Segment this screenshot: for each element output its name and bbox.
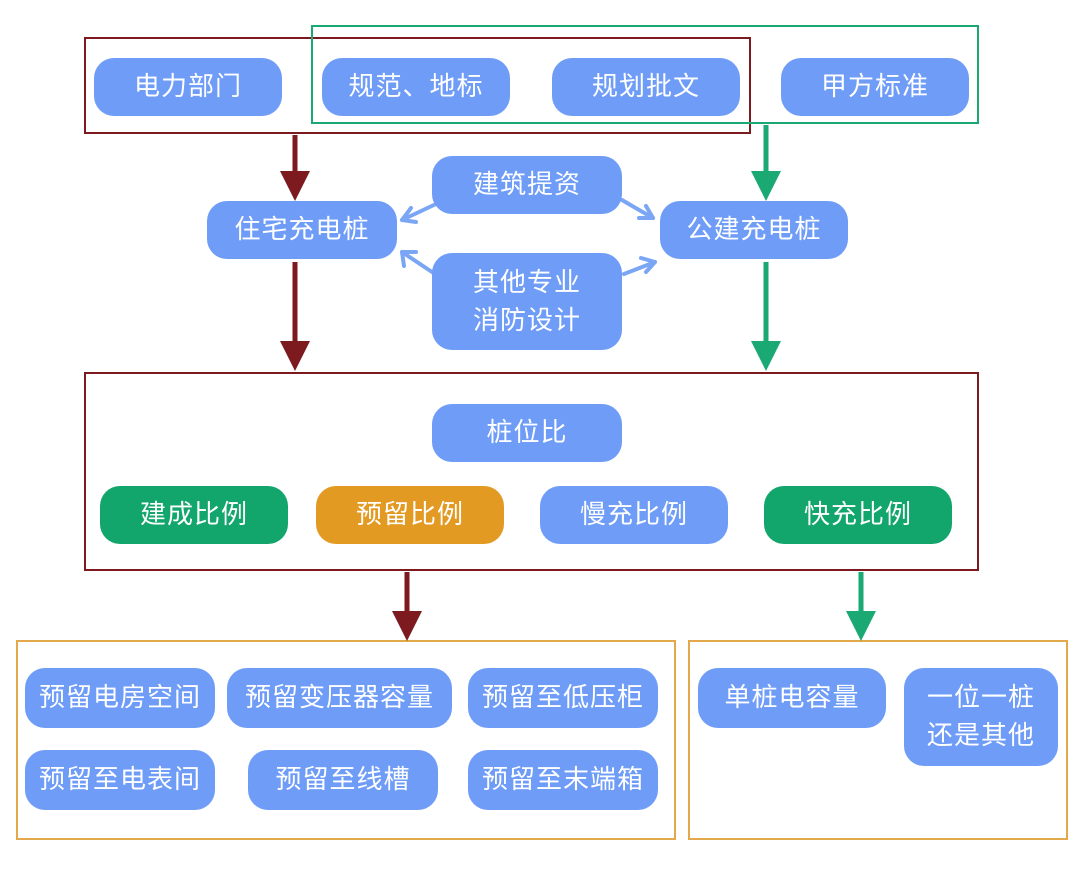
node-reserve-to-cable-tray: 预留至线槽 xyxy=(248,750,438,810)
node-reserve-transformer-capacity: 预留变压器容量 xyxy=(227,668,452,728)
node-reserve-to-lv-cabinet: 预留至低压柜 xyxy=(468,668,658,728)
node-other-disciplines-fire-design: 其他专业 消防设计 xyxy=(432,253,622,350)
reservation-section-frame xyxy=(16,640,676,840)
node-single-pile-capacity: 单桩电容量 xyxy=(698,668,886,728)
node-power-department: 电力部门 xyxy=(94,58,282,116)
capacity-section-frame xyxy=(688,640,1068,840)
arrow-architecture-to-public xyxy=(620,198,655,220)
arrow-other-to-public xyxy=(622,256,657,276)
node-planning-approval: 规划批文 xyxy=(552,58,740,116)
node-pile-ratio-title: 桩位比 xyxy=(432,404,622,462)
residential-sources-frame xyxy=(84,37,751,134)
ratio-section-frame xyxy=(84,372,979,571)
node-architecture-input: 建筑提资 xyxy=(432,156,622,214)
node-reserve-electrical-room: 预留电房空间 xyxy=(25,668,215,728)
node-codes-local-standards: 规范、地标 xyxy=(322,58,510,116)
node-public-building-charger: 公建充电桩 xyxy=(660,201,848,259)
node-reserve-to-terminal-box: 预留至末端箱 xyxy=(468,750,658,810)
arrow-architecture-to-residential xyxy=(400,202,438,224)
node-owner-standard: 甲方标准 xyxy=(781,58,969,116)
node-residential-charger: 住宅充电桩 xyxy=(207,201,397,259)
node-fast-charge-ratio: 快充比例 xyxy=(764,486,952,544)
node-reserve-to-meter-room: 预留至电表间 xyxy=(25,750,215,810)
node-slow-charge-ratio: 慢充比例 xyxy=(540,486,728,544)
arrow-other-to-residential xyxy=(400,250,434,274)
node-one-space-one-pile: 一位一桩 还是其他 xyxy=(904,668,1058,766)
node-reserved-ratio: 预留比例 xyxy=(316,486,504,544)
public-sources-frame xyxy=(311,25,979,124)
node-built-ratio: 建成比例 xyxy=(100,486,288,544)
